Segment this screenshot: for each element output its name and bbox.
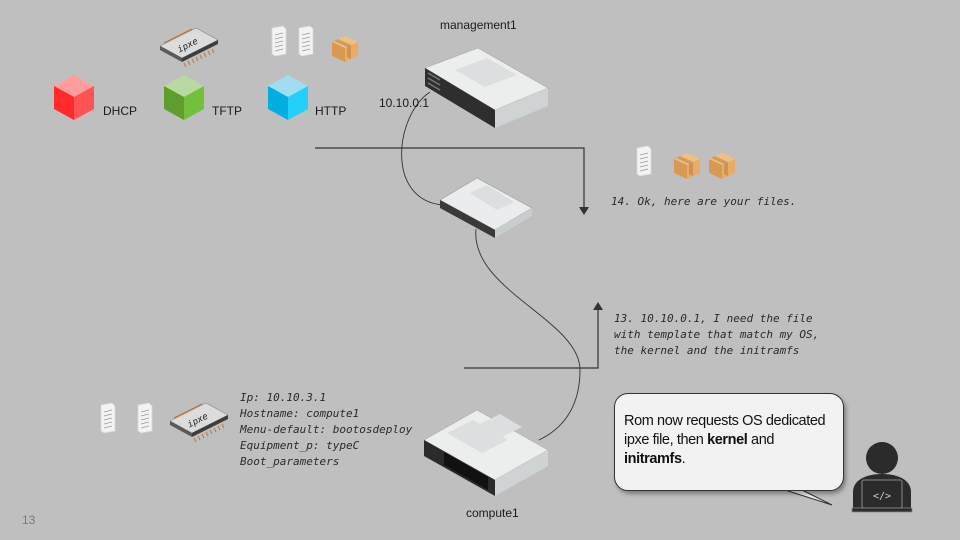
document-icon [137, 402, 153, 434]
tftp-label: TFTP [212, 104, 242, 118]
management-node-name: management1 [440, 18, 517, 32]
callout-text: . [681, 451, 686, 467]
response-arrow [315, 147, 589, 215]
step-13-message: 13. 10.10.0.1, I need the file with temp… [614, 311, 819, 359]
tftp-cube-icon [164, 75, 204, 120]
package-icon [674, 153, 700, 179]
step-13-line: 13. 10.10.0.1, I need the file [614, 312, 813, 325]
callout-tail [781, 488, 833, 506]
document-icon [100, 402, 116, 434]
document-icon [636, 145, 652, 177]
callout-bold-initramfs: initramfs [624, 451, 682, 467]
compute-info-menu-default: Menu-default: bootosdeploy [240, 423, 413, 436]
ipxe-chip-icon: ipxe [159, 27, 219, 68]
compute-info-equipment: Equipment_p: typeC [240, 439, 360, 452]
http-label: HTTP [315, 104, 347, 118]
package-icon [709, 153, 735, 179]
compute-info: Ip: 10.10.3.1 Hostname: compute1 Menu-de… [240, 390, 412, 470]
management-node-ip: 10.10.0.1 [379, 96, 430, 110]
dhcp-cube-icon [54, 75, 94, 120]
management-server-icon [424, 47, 549, 128]
compute-server-icon [423, 409, 549, 496]
request-arrow [464, 302, 603, 369]
compute-info-boot-parameters: Boot_parameters [240, 455, 340, 468]
page-number: 13 [22, 513, 36, 527]
callout-text: and [747, 432, 775, 448]
step-14-message: 14. Ok, here are your files. [611, 195, 797, 208]
package-icon [332, 36, 358, 62]
compute-node-name: compute1 [466, 506, 519, 520]
network-switch-icon [439, 177, 533, 238]
callout-bubble: Rom now requests OS dedicated ipxe file,… [614, 393, 844, 491]
document-icon [298, 25, 314, 57]
dhcp-label: DHCP [103, 104, 138, 118]
step-13-line: with template that match my OS, [614, 328, 820, 341]
compute-info-hostname: Hostname: compute1 [240, 407, 360, 420]
ipxe-chip-icon: ipxe [169, 402, 229, 443]
http-cube-icon [268, 75, 308, 120]
developer-laptop-icon: </> [851, 442, 913, 513]
callout-text: Rom now requests OS dedicated ipxe file,… [624, 413, 826, 448]
callout-bold-kernel: kernel [707, 432, 748, 448]
compute-info-ip: Ip: 10.10.3.1 [240, 391, 327, 404]
cable-switch-compute [475, 228, 581, 441]
cable-management-switch [401, 91, 444, 206]
svg-text:</>: </> [873, 491, 891, 502]
step-13-line: the kernel and the initramfs [614, 344, 800, 357]
document-icon [271, 25, 287, 57]
